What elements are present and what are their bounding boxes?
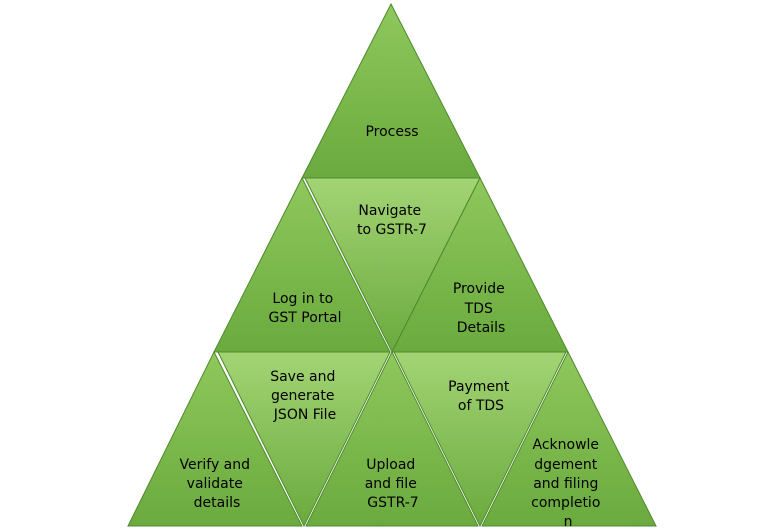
label-line: Payment bbox=[448, 379, 510, 395]
triangle-shape bbox=[217, 351, 391, 528]
label-line: n bbox=[564, 514, 573, 530]
node-label: Upload and file GSTR-7 bbox=[365, 457, 422, 511]
node-process: Process bbox=[301, 2, 481, 179]
label-line: Navigate bbox=[358, 203, 421, 219]
node-verify: Verify and validate details bbox=[127, 350, 303, 527]
label-line: Save and bbox=[270, 369, 335, 385]
node-label: Provide TDS Details bbox=[453, 281, 509, 336]
node-acknowledgement: Acknowle dgement and filing completio n bbox=[481, 350, 657, 530]
node-label: Navigate to GSTR-7 bbox=[357, 203, 427, 238]
label-line: JSON File bbox=[273, 407, 336, 423]
label-line: Acknowle bbox=[533, 437, 600, 453]
label-line: and file bbox=[365, 476, 417, 492]
node-label: Save and generate JSON File bbox=[270, 369, 340, 423]
triangle-shape bbox=[481, 350, 657, 527]
triangle-shape bbox=[393, 351, 567, 528]
label-line: Log in to bbox=[272, 291, 333, 307]
node-label: Acknowle dgement and filing completio n bbox=[531, 437, 605, 530]
node-payment: Payment of TDS bbox=[393, 351, 567, 528]
triangle-shape bbox=[301, 2, 481, 179]
node-provide-tds: Provide TDS Details bbox=[391, 176, 569, 353]
label-line: Process bbox=[365, 124, 418, 140]
label-line: generate bbox=[271, 388, 334, 404]
label-line: and filing bbox=[533, 476, 598, 492]
label-line: Upload bbox=[366, 457, 415, 473]
label-line: Provide bbox=[453, 281, 505, 297]
label-line: details bbox=[194, 495, 241, 511]
node-login: Log in to GST Portal bbox=[213, 176, 391, 353]
label-line: to GSTR-7 bbox=[357, 222, 427, 238]
label-line: of TDS bbox=[458, 398, 504, 414]
node-label: Log in to GST Portal bbox=[269, 291, 342, 326]
node-navigate: Navigate to GSTR-7 bbox=[304, 177, 481, 354]
node-save-json: Save and generate JSON File bbox=[217, 351, 391, 528]
label-line: Verify and bbox=[180, 457, 251, 473]
label-line: dgement bbox=[534, 457, 598, 473]
label-line: TDS bbox=[464, 301, 493, 317]
triangle-shape bbox=[127, 350, 303, 527]
node-upload: Upload and file GSTR-7 bbox=[305, 350, 479, 527]
label-line: validate bbox=[187, 476, 243, 492]
label-line: GSTR-7 bbox=[367, 495, 418, 511]
triangle-shape bbox=[305, 350, 479, 527]
node-label: Payment of TDS bbox=[448, 379, 514, 414]
node-label: Process bbox=[365, 124, 418, 140]
label-line: Details bbox=[457, 320, 506, 336]
label-line: GST Portal bbox=[269, 310, 342, 326]
node-label: Verify and validate details bbox=[180, 457, 255, 511]
label-line: completio bbox=[531, 495, 600, 511]
